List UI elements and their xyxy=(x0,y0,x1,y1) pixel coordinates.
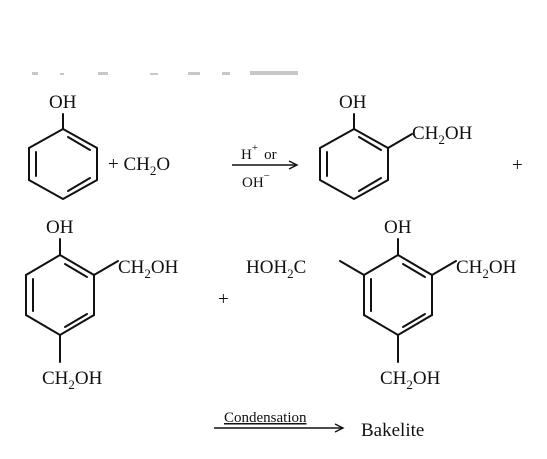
product3-left-bond xyxy=(339,260,365,276)
product2-ortho-ch2oh-label: CH2OH xyxy=(118,257,179,281)
product3-right-bond xyxy=(431,260,457,276)
catalyst-h-label: H+or xyxy=(241,142,277,163)
product3-para-ch2oh-label: CH2OH xyxy=(380,368,441,392)
phenol-ring-double-bond xyxy=(67,136,91,151)
cropped-text-residue xyxy=(32,71,298,75)
product1-ring xyxy=(319,127,389,201)
product3-ring-double-bond xyxy=(402,313,426,328)
plus-sign-middle: + xyxy=(218,289,229,310)
product1-ch2oh-bond xyxy=(387,133,413,149)
product1-oh-label: OH xyxy=(339,92,367,113)
catalyst-oh-label: OH− xyxy=(242,170,270,191)
condensation-arrow: Condensation xyxy=(214,410,345,433)
product3-left-hoh2c-label: HOH2C xyxy=(246,257,306,281)
product3-right-ch2oh-label: CH2OH xyxy=(456,257,517,281)
product3-oh-label: OH xyxy=(384,217,412,238)
plus-sign-right: + xyxy=(512,155,523,176)
bis-hydroxymethylphenol-structure: OH CH2OH CH2OH xyxy=(25,217,179,392)
tris-hydroxymethylphenol-structure: OH HOH2C CH2OH CH2OH xyxy=(246,217,517,392)
product2-ring-double-bond xyxy=(64,263,88,278)
product1-ring-double-bond xyxy=(358,136,382,151)
product2-para-ch2oh-label: CH2OH xyxy=(42,368,103,392)
condensation-label: Condensation xyxy=(224,410,307,426)
product2-oh-label: OH xyxy=(46,217,74,238)
phenol-structure: OH xyxy=(28,92,98,201)
condensation-arrow-head xyxy=(334,423,345,433)
reaction-arrow-head xyxy=(288,160,299,170)
formaldehyde-label: + CH2O xyxy=(108,154,170,178)
phenol-oh-label: OH xyxy=(49,92,77,113)
catalyst-arrow: H+or OH− xyxy=(232,142,299,191)
product3-ring-double-bond xyxy=(402,263,426,278)
ortho-hydroxymethylphenol-structure: OH CH2OH xyxy=(319,92,473,201)
phenol-ring-double-bond xyxy=(67,177,91,192)
product1-ring-double-bond xyxy=(358,177,382,192)
product2-ortho-bond xyxy=(93,260,119,276)
product1-ch2oh-label: CH2OH xyxy=(412,123,473,147)
product2-ring xyxy=(25,253,95,337)
phenol-ring xyxy=(28,127,98,201)
bakelite-label: Bakelite xyxy=(361,420,424,441)
product2-ring-double-bond xyxy=(64,313,88,328)
product3-ring xyxy=(363,253,433,337)
